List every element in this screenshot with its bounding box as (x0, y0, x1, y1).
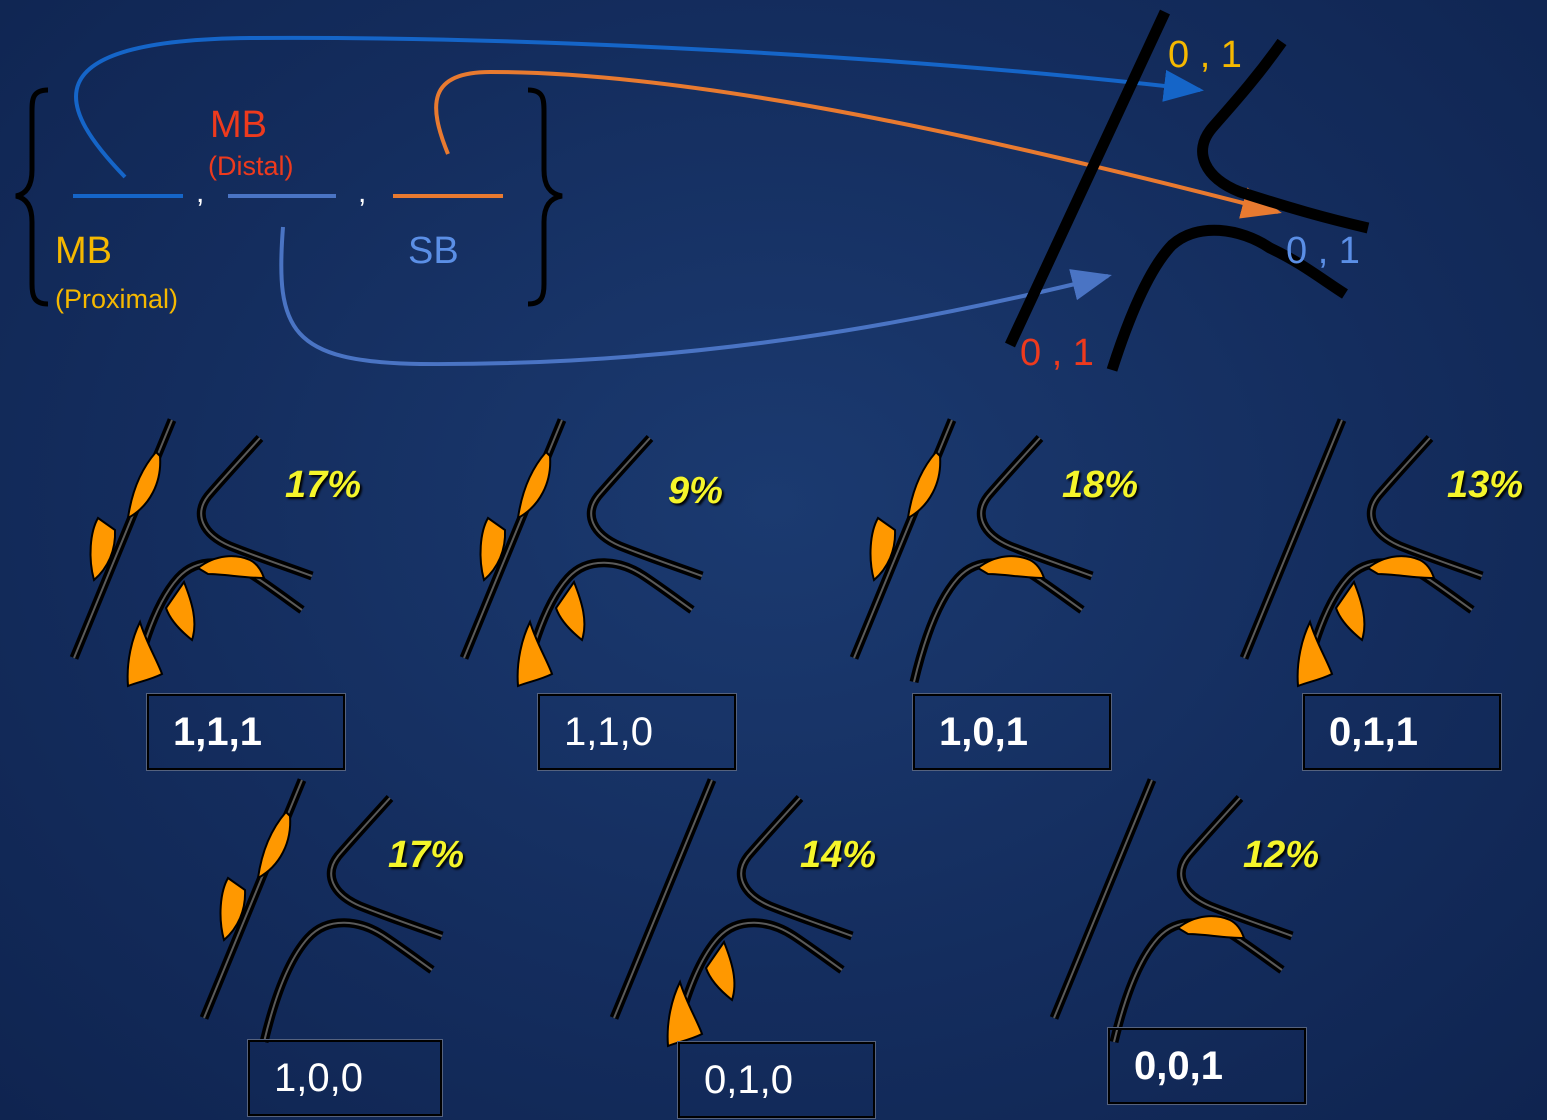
pattern-thumbnail (199, 778, 444, 1044)
separator-comma-2: , (358, 176, 367, 209)
pattern-code-box: 1,1,1 (146, 693, 346, 771)
plaque-mark (479, 516, 507, 582)
mb-proximal-label: MB (55, 230, 112, 272)
mb-proximal-sublabel: (Proximal) (55, 284, 179, 314)
plaque-mark (1296, 619, 1334, 688)
plaque-mark (1366, 555, 1436, 580)
pattern-code-box: 1,1,0 (537, 693, 737, 771)
plaque-mark (196, 555, 266, 580)
pattern-percent: 17% (388, 834, 465, 876)
mb-distal-label: MB (210, 104, 267, 146)
pattern-code-box: 0,0,1 (1107, 1027, 1307, 1105)
plaque-mark (1334, 579, 1366, 642)
plaque-mark (219, 876, 247, 942)
pattern-thumbnail (849, 418, 1094, 684)
plaque-mark (906, 450, 942, 520)
plaque-mark (1176, 915, 1246, 940)
pattern-thumbnail (1049, 778, 1294, 1044)
plaque-mark (869, 516, 897, 582)
mb-distal-value-label: 0 , 1 (1020, 332, 1094, 374)
plaque-mark (256, 810, 292, 880)
pattern-thumbnail (459, 418, 704, 688)
arrow-mb-distal (279, 226, 1112, 367)
plaque-mark (704, 939, 736, 1002)
plaque-mark (516, 450, 552, 520)
plaque-mark (126, 619, 164, 688)
pattern-code-box: 0,1,1 (1302, 693, 1502, 771)
plaque-mark (666, 979, 704, 1048)
left-brace (15, 87, 49, 307)
pattern-percent: 13% (1447, 464, 1524, 506)
plaque-mark (89, 516, 117, 582)
plaque-mark (976, 555, 1046, 580)
pattern-code-box: 0,1,0 (677, 1041, 876, 1119)
pattern-percent: 14% (800, 834, 877, 876)
plaque-mark (164, 579, 196, 642)
pattern-percent: 17% (285, 464, 362, 506)
pattern-thumbnail (609, 778, 854, 1048)
pattern-percent: 9% (668, 470, 723, 512)
pattern-thumbnail (69, 418, 314, 688)
plaque-mark (126, 450, 162, 520)
pattern-code-box: 1,0,1 (912, 693, 1112, 771)
plaque-mark (554, 579, 586, 642)
mb-proximal-value-label: 0 , 1 (1168, 34, 1242, 76)
pattern-percent: 12% (1243, 834, 1320, 876)
right-brace (527, 87, 563, 307)
sb-value-label: 0 , 1 (1286, 230, 1360, 272)
plaque-mark (516, 619, 554, 688)
separator-comma-1: , (196, 176, 205, 209)
bifurcation-schematic (1005, 9, 1370, 372)
sb-label: SB (408, 230, 459, 272)
pattern-thumbnail (1239, 418, 1484, 688)
pattern-percent: 18% (1062, 464, 1139, 506)
arrow-mb-proximal (74, 35, 1204, 179)
arrow-sb (434, 69, 1282, 219)
pattern-code-box: 1,0,0 (247, 1039, 443, 1117)
mb-distal-sublabel: (Distal) (208, 151, 294, 181)
